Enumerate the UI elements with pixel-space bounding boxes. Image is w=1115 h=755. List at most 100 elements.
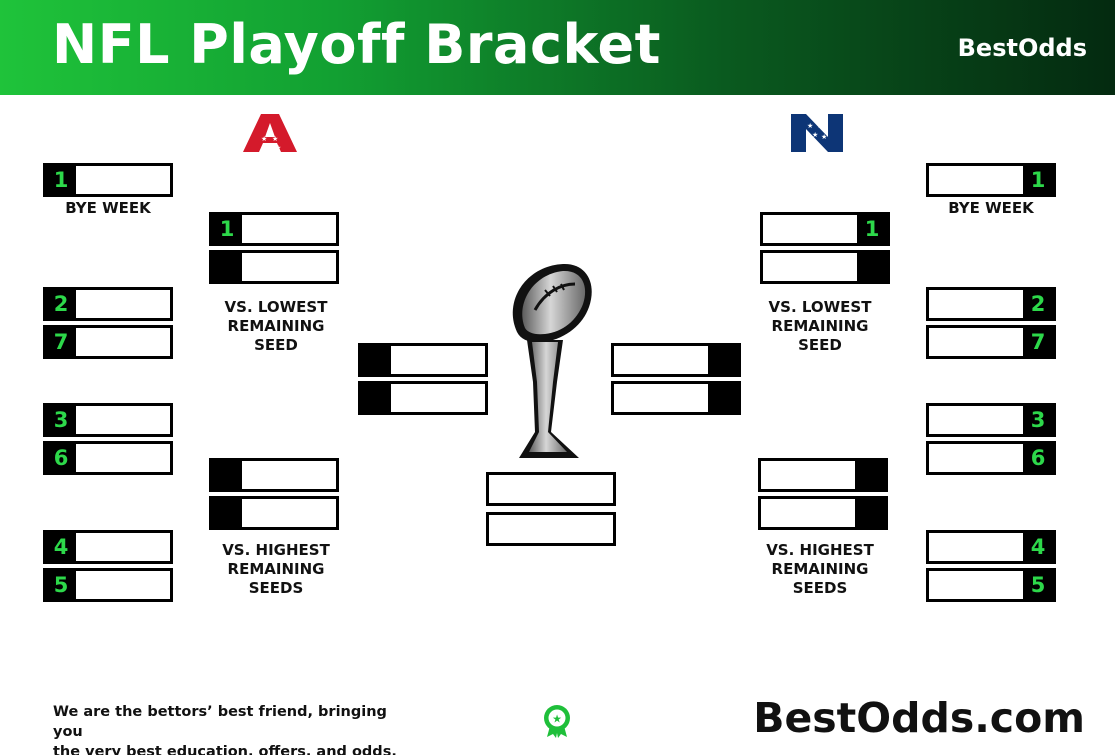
team-field[interactable]	[391, 384, 485, 412]
team-field[interactable]	[242, 461, 336, 489]
team-field[interactable]	[242, 253, 336, 281]
nfc-wildcard-slot-4[interactable]: 4	[926, 530, 1056, 564]
nfc-divisional-bottom-label: VS. HIGHEST REMAINING SEEDS	[766, 541, 874, 597]
svg-text:★: ★	[552, 713, 562, 726]
afc-bye-slot[interactable]: 1	[43, 163, 173, 197]
afc-wildcard-slot-2[interactable]: 2	[43, 287, 173, 321]
team-field[interactable]	[76, 533, 170, 561]
team-field[interactable]	[76, 571, 170, 599]
bestodds-badge-icon: ★	[544, 705, 570, 738]
nfc-divisional-slot-1[interactable]: 1	[760, 212, 890, 246]
team-field[interactable]	[929, 406, 1023, 434]
seed-badge: 5	[1023, 571, 1053, 599]
team-field[interactable]	[763, 215, 857, 243]
afc-wildcard-slot-5[interactable]: 5	[43, 568, 173, 602]
nfc-wildcard-slot-2[interactable]: 2	[926, 287, 1056, 321]
seed-badge: 1	[1023, 166, 1053, 194]
team-field[interactable]	[763, 253, 857, 281]
seed-badge: 4	[1023, 533, 1053, 561]
seed-badge: 2	[1023, 290, 1053, 318]
team-field[interactable]	[761, 499, 855, 527]
svg-text:★: ★	[812, 131, 818, 139]
team-field[interactable]	[76, 290, 170, 318]
seed-badge	[855, 461, 885, 489]
team-field[interactable]	[391, 346, 485, 374]
afc-wildcard-slot-7[interactable]: 7	[43, 325, 173, 359]
nfc-logo: ★ ★ ★ ★	[791, 114, 843, 152]
seed-badge	[708, 384, 738, 412]
team-field[interactable]	[929, 533, 1023, 561]
team-field[interactable]	[242, 499, 336, 527]
team-field[interactable]	[489, 515, 613, 543]
nfc-divisional-slot-3[interactable]	[758, 458, 888, 492]
nfc-divisional-slot-4[interactable]	[758, 496, 888, 530]
seed-badge	[855, 499, 885, 527]
nfc-conference-slot-1[interactable]	[611, 343, 741, 377]
team-field[interactable]	[489, 475, 613, 503]
afc-conference-slot-1[interactable]	[358, 343, 488, 377]
afc-divisional-top-label: VS. LOWEST REMAINING SEED	[224, 298, 328, 354]
svg-text:★: ★	[275, 144, 281, 152]
brand-logo-top: BestOdds	[957, 34, 1087, 62]
nfc-conference-slot-2[interactable]	[611, 381, 741, 415]
seed-badge	[212, 461, 242, 489]
seed-badge	[857, 253, 887, 281]
seed-badge: 5	[46, 571, 76, 599]
afc-wildcard-slot-3[interactable]: 3	[43, 403, 173, 437]
afc-wildcard-slot-4[interactable]: 4	[43, 530, 173, 564]
footer-tagline: We are the bettors’ best friend, bringin…	[53, 704, 397, 755]
seed-badge	[212, 253, 242, 281]
seed-badge: 1	[46, 166, 76, 194]
superbowl-slot-2[interactable]	[486, 512, 616, 546]
seed-badge: 1	[212, 215, 242, 243]
team-field[interactable]	[929, 166, 1023, 194]
svg-text:★: ★	[266, 144, 272, 152]
afc-divisional-slot-2[interactable]	[209, 250, 339, 284]
afc-logo: ★ ★ ★ ★	[243, 114, 297, 152]
seed-badge: 1	[857, 215, 887, 243]
lombardi-trophy-icon	[512, 263, 592, 458]
nfc-bye-slot[interactable]: 1	[926, 163, 1056, 197]
team-field[interactable]	[614, 384, 708, 412]
footer-brand: BestOdds.com	[753, 694, 1085, 742]
page-title: NFL Playoff Bracket	[52, 13, 661, 76]
team-field[interactable]	[761, 461, 855, 489]
svg-text:★: ★	[807, 122, 813, 130]
team-field[interactable]	[76, 166, 170, 194]
afc-conference-slot-2[interactable]	[358, 381, 488, 415]
seed-badge: 3	[46, 406, 76, 434]
nfc-divisional-slot-2[interactable]	[760, 250, 890, 284]
team-field[interactable]	[76, 328, 170, 356]
superbowl-slot-1[interactable]	[486, 472, 616, 506]
team-field[interactable]	[929, 290, 1023, 318]
seed-badge	[361, 384, 391, 412]
afc-wildcard-slot-6[interactable]: 6	[43, 441, 173, 475]
svg-text:★: ★	[261, 135, 267, 143]
svg-text:★: ★	[821, 133, 827, 141]
seed-badge: 6	[46, 444, 76, 472]
nfc-divisional-top-label: VS. LOWEST REMAINING SEED	[768, 298, 872, 354]
nfc-wildcard-slot-6[interactable]: 6	[926, 441, 1056, 475]
team-field[interactable]	[242, 215, 336, 243]
seed-badge: 6	[1023, 444, 1053, 472]
team-field[interactable]	[76, 444, 170, 472]
afc-bye-label: BYE WEEK	[65, 199, 151, 217]
nfc-bye-label: BYE WEEK	[948, 199, 1034, 217]
team-field[interactable]	[76, 406, 170, 434]
seed-badge	[212, 499, 242, 527]
team-field[interactable]	[929, 328, 1023, 356]
nfc-wildcard-slot-5[interactable]: 5	[926, 568, 1056, 602]
afc-divisional-bottom-label: VS. HIGHEST REMAINING SEEDS	[222, 541, 330, 597]
team-field[interactable]	[614, 346, 708, 374]
svg-text:★: ★	[817, 122, 823, 130]
afc-divisional-slot-1[interactable]: 1	[209, 212, 339, 246]
seed-badge	[361, 346, 391, 374]
team-field[interactable]	[929, 444, 1023, 472]
afc-divisional-slot-4[interactable]	[209, 496, 339, 530]
nfc-wildcard-slot-3[interactable]: 3	[926, 403, 1056, 437]
afc-divisional-slot-3[interactable]	[209, 458, 339, 492]
team-field[interactable]	[929, 571, 1023, 599]
seed-badge: 7	[46, 328, 76, 356]
nfc-wildcard-slot-7[interactable]: 7	[926, 325, 1056, 359]
seed-badge: 7	[1023, 328, 1053, 356]
